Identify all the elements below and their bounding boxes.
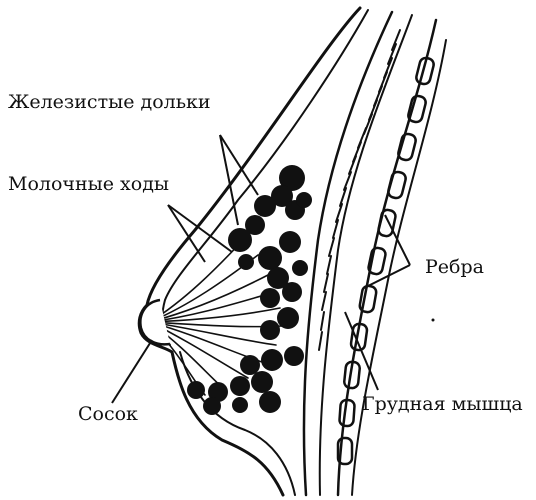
chest-wall-front [304, 12, 392, 495]
ribs-pointer [385, 215, 410, 265]
ducts-pointer [168, 205, 205, 262]
label-nipple: Сосок [78, 403, 138, 425]
glandular-lobules [187, 165, 312, 415]
label-ducts: Молочные ходы [8, 173, 169, 195]
chest-wall-mid [320, 15, 412, 495]
stray-dot [432, 319, 435, 322]
label-pectoral-muscle: Грудная мышца [362, 393, 523, 415]
skin-outline [139, 8, 360, 495]
ducts-pointer [168, 205, 232, 252]
label-ribs: Ребра [425, 256, 484, 278]
nipple-pointer [112, 340, 152, 403]
lower-inner-curve [180, 352, 295, 495]
label-lobules: Железистые дольки [8, 91, 211, 113]
